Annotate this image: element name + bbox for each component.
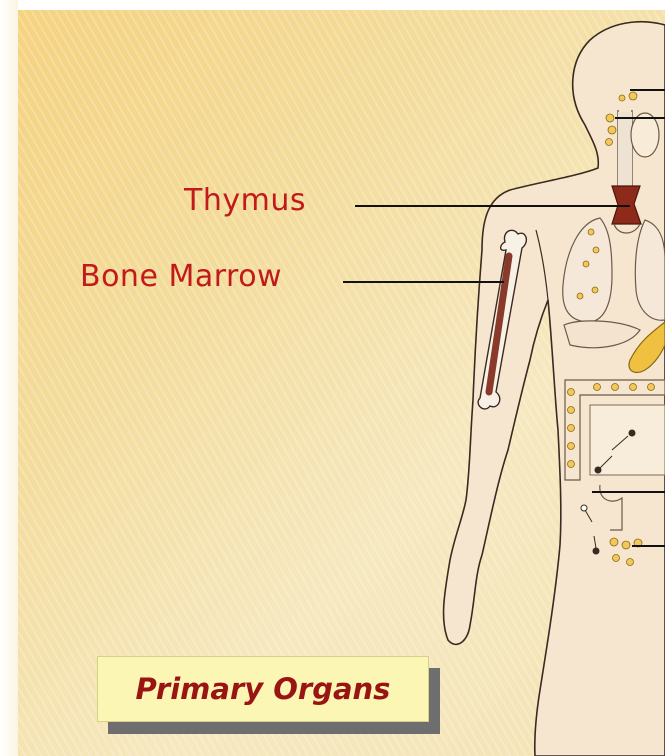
thymus-label: Thymus [184, 183, 306, 218]
primary-organs-caption: Primary Organs [97, 656, 429, 722]
small-intestine [590, 405, 665, 475]
caption-text: Primary Organs [136, 672, 391, 706]
bone-marrow-label: Bone Marrow [80, 259, 282, 294]
thyroid-gland [631, 113, 659, 157]
trachea-fill [618, 112, 632, 188]
right-lung [635, 220, 665, 320]
